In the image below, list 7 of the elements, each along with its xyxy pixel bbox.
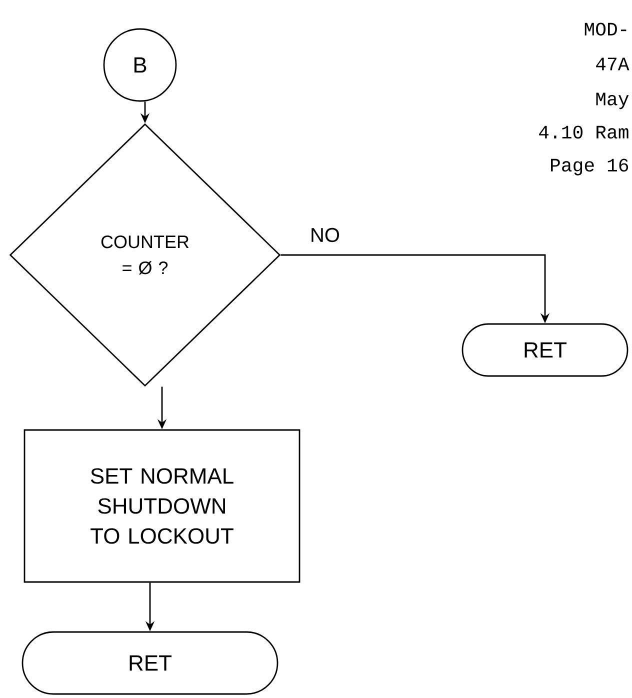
header-text: 4.10 Ram <box>539 126 628 139</box>
header-text: Page 16 <box>551 158 628 176</box>
header-text: May <box>596 92 629 110</box>
header-text: 47A <box>596 58 630 70</box>
process-box: SET NORMAL SHUTDOWN TO LOCKOUT <box>24 429 300 583</box>
edge-label: NO <box>308 226 342 244</box>
header-text: MOD- <box>584 22 626 36</box>
